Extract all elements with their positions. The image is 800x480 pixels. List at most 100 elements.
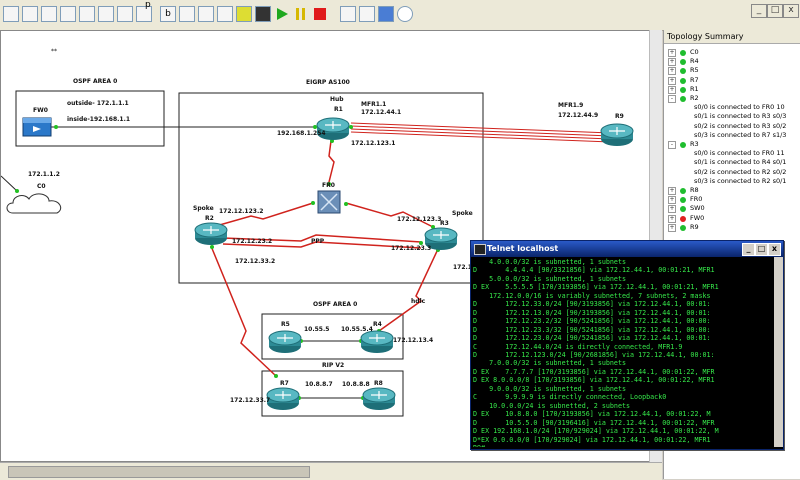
tree-node-label: SW0 (690, 204, 705, 213)
telnet-close-button[interactable]: x (768, 243, 781, 256)
switch-icon[interactable] (98, 6, 114, 22)
start-all-icon[interactable] (274, 6, 290, 22)
expand-toggle-icon[interactable]: + (668, 223, 676, 232)
canvas-star: ** (51, 48, 57, 55)
hub-label: Hub (330, 96, 344, 103)
status-dot-icon (680, 86, 686, 93)
terminal-line: D 172.12.23.0/24 [90/5241856] via 172.12… (473, 334, 711, 343)
fw-outside-ip: outside- 172.1.1.1 (67, 100, 129, 107)
expand-toggle-icon[interactable]: - (668, 95, 676, 103)
expand-toggle-icon[interactable]: + (668, 76, 676, 85)
picture-icon[interactable] (359, 6, 375, 22)
ospf-area-top-box (15, 90, 165, 147)
close-button[interactable]: x (783, 4, 799, 18)
stop-all-icon[interactable] (312, 6, 328, 22)
telnet-scrollbar[interactable] (774, 257, 783, 447)
status-dot-icon (680, 59, 686, 66)
rectangle-icon[interactable] (378, 6, 394, 22)
router-r2-icon (194, 222, 228, 245)
tree-node-label: R5 (690, 66, 699, 75)
r2-label: R2 (205, 215, 214, 222)
status-dot-icon (680, 50, 686, 56)
telnet-window[interactable]: Telnet localhost _ □ x 4.0.0.0/32 is sub… (470, 240, 784, 450)
expand-toggle-icon[interactable]: + (668, 187, 676, 195)
lightbulb-icon[interactable] (236, 6, 252, 22)
expand-toggle-icon[interactable]: - (668, 141, 676, 149)
text-note-icon[interactable]: b (160, 6, 176, 22)
terminal-line: 9.0.0.0/32 is subnetted, 1 subnets (473, 384, 626, 393)
link-r3-r4 (378, 248, 439, 332)
r3-ip2: 172.12.23.3 (391, 245, 432, 252)
terminal-line: R9# (473, 444, 773, 447)
spoke-right-label: Spoke (452, 210, 473, 217)
link-r1-r9 (350, 122, 612, 143)
tree-node-label: C0 (690, 48, 699, 56)
link-r2-r7 (210, 245, 277, 377)
terminal-line: 4.0.0.0/32 is subnetted, 1 subnets (473, 258, 626, 266)
r7-ip-left: 172.12.33.7 (230, 397, 271, 404)
telnet-title: Telnet localhost (487, 244, 559, 253)
tree-node-label: R8 (690, 186, 699, 194)
tree-node-label: R2 (690, 94, 699, 102)
status-dot-icon (680, 206, 686, 213)
minimize-button[interactable]: _ (751, 4, 767, 18)
cloud-icon (6, 193, 62, 214)
expand-toggle-icon[interactable]: + (668, 214, 676, 223)
cut-icon[interactable] (117, 6, 133, 22)
tree-connection-label: s0/0 is connected to FR0 11 (694, 149, 785, 158)
save-as-icon[interactable] (60, 6, 76, 22)
terminal-line: D 172.12.23.2/32 [90/5241856] via 172.12… (473, 317, 711, 326)
link-r1-fr0 (327, 140, 335, 187)
gear-icon[interactable] (217, 6, 233, 22)
router-r4-icon (360, 330, 394, 353)
ospf-area-bottom-label: OSPF AREA 0 (313, 301, 358, 308)
r1-ip: 172.12.44.1 (361, 109, 402, 116)
expand-toggle-icon[interactable]: + (668, 196, 676, 205)
open-folder-icon[interactable] (22, 6, 38, 22)
terminal-icon[interactable] (179, 6, 195, 22)
status-dot-icon (680, 197, 686, 204)
expand-toggle-icon[interactable]: + (668, 85, 676, 94)
fw-name: FW0 (33, 107, 48, 114)
terminal-line: 172.12.0.0/16 is variably subnetted, 7 s… (473, 291, 711, 300)
expand-toggle-icon[interactable]: + (668, 67, 676, 76)
r2-ip1: 172.12.123.2 (219, 208, 264, 215)
r1-label: R1 (334, 106, 343, 113)
canvas-horizontal-scrollbar[interactable] (0, 462, 662, 480)
cloud-ip: 172.1.1.2 (28, 171, 60, 178)
terminal-line: D EX 7.7.7.7 [170/3193856] via 172.12.44… (473, 367, 715, 376)
router-r7-icon (266, 387, 300, 410)
terminal-line: C 172.12.44.0/24 is directly connected, … (473, 342, 683, 351)
maximize-button[interactable]: □ (767, 4, 783, 18)
expand-toggle-icon[interactable]: + (668, 58, 676, 67)
suspend-all-icon[interactable] (293, 6, 309, 22)
console-icon[interactable] (255, 6, 271, 22)
new-file-icon[interactable] (3, 6, 19, 22)
r9-label: R9 (615, 113, 624, 120)
hscroll-thumb[interactable] (8, 466, 310, 478)
separator-icon (136, 6, 152, 22)
note-icon[interactable] (340, 6, 356, 22)
telnet-maximize-button[interactable]: □ (755, 243, 768, 256)
router-r5-icon (268, 330, 302, 353)
r2-ip2: 172.12.23.2 (232, 238, 273, 245)
hdlc-label: hdlc (411, 298, 426, 305)
telnet-minimize-button[interactable]: _ (742, 243, 755, 256)
tree-node-label: R3 (690, 140, 699, 148)
expand-toggle-icon[interactable]: + (668, 205, 676, 214)
save-icon[interactable] (41, 6, 57, 22)
telnet-titlebar[interactable]: Telnet localhost _ □ x (471, 241, 783, 257)
link-r2-r3-b (222, 241, 422, 249)
snapshot-icon[interactable] (198, 6, 214, 22)
tree-node-label: FR0 (690, 195, 703, 204)
terminal-line: 5.0.0.0/32 is subnetted, 1 subnets (473, 274, 626, 283)
expand-toggle-icon[interactable]: + (668, 49, 676, 57)
terminal-line: D 10.5.5.0 [90/3196416] via 172.12.44.1,… (473, 418, 715, 427)
ripv2-label: RIP V2 (322, 362, 345, 369)
r3-ip3: 172.12.13 (453, 264, 487, 271)
ellipse-icon[interactable] (397, 6, 413, 22)
terminal-line: D*EX 0.0.0.0/0 [170/929024] via 172.12.4… (473, 435, 711, 444)
router-icon[interactable] (79, 6, 95, 22)
router-r1-icon (316, 117, 350, 140)
